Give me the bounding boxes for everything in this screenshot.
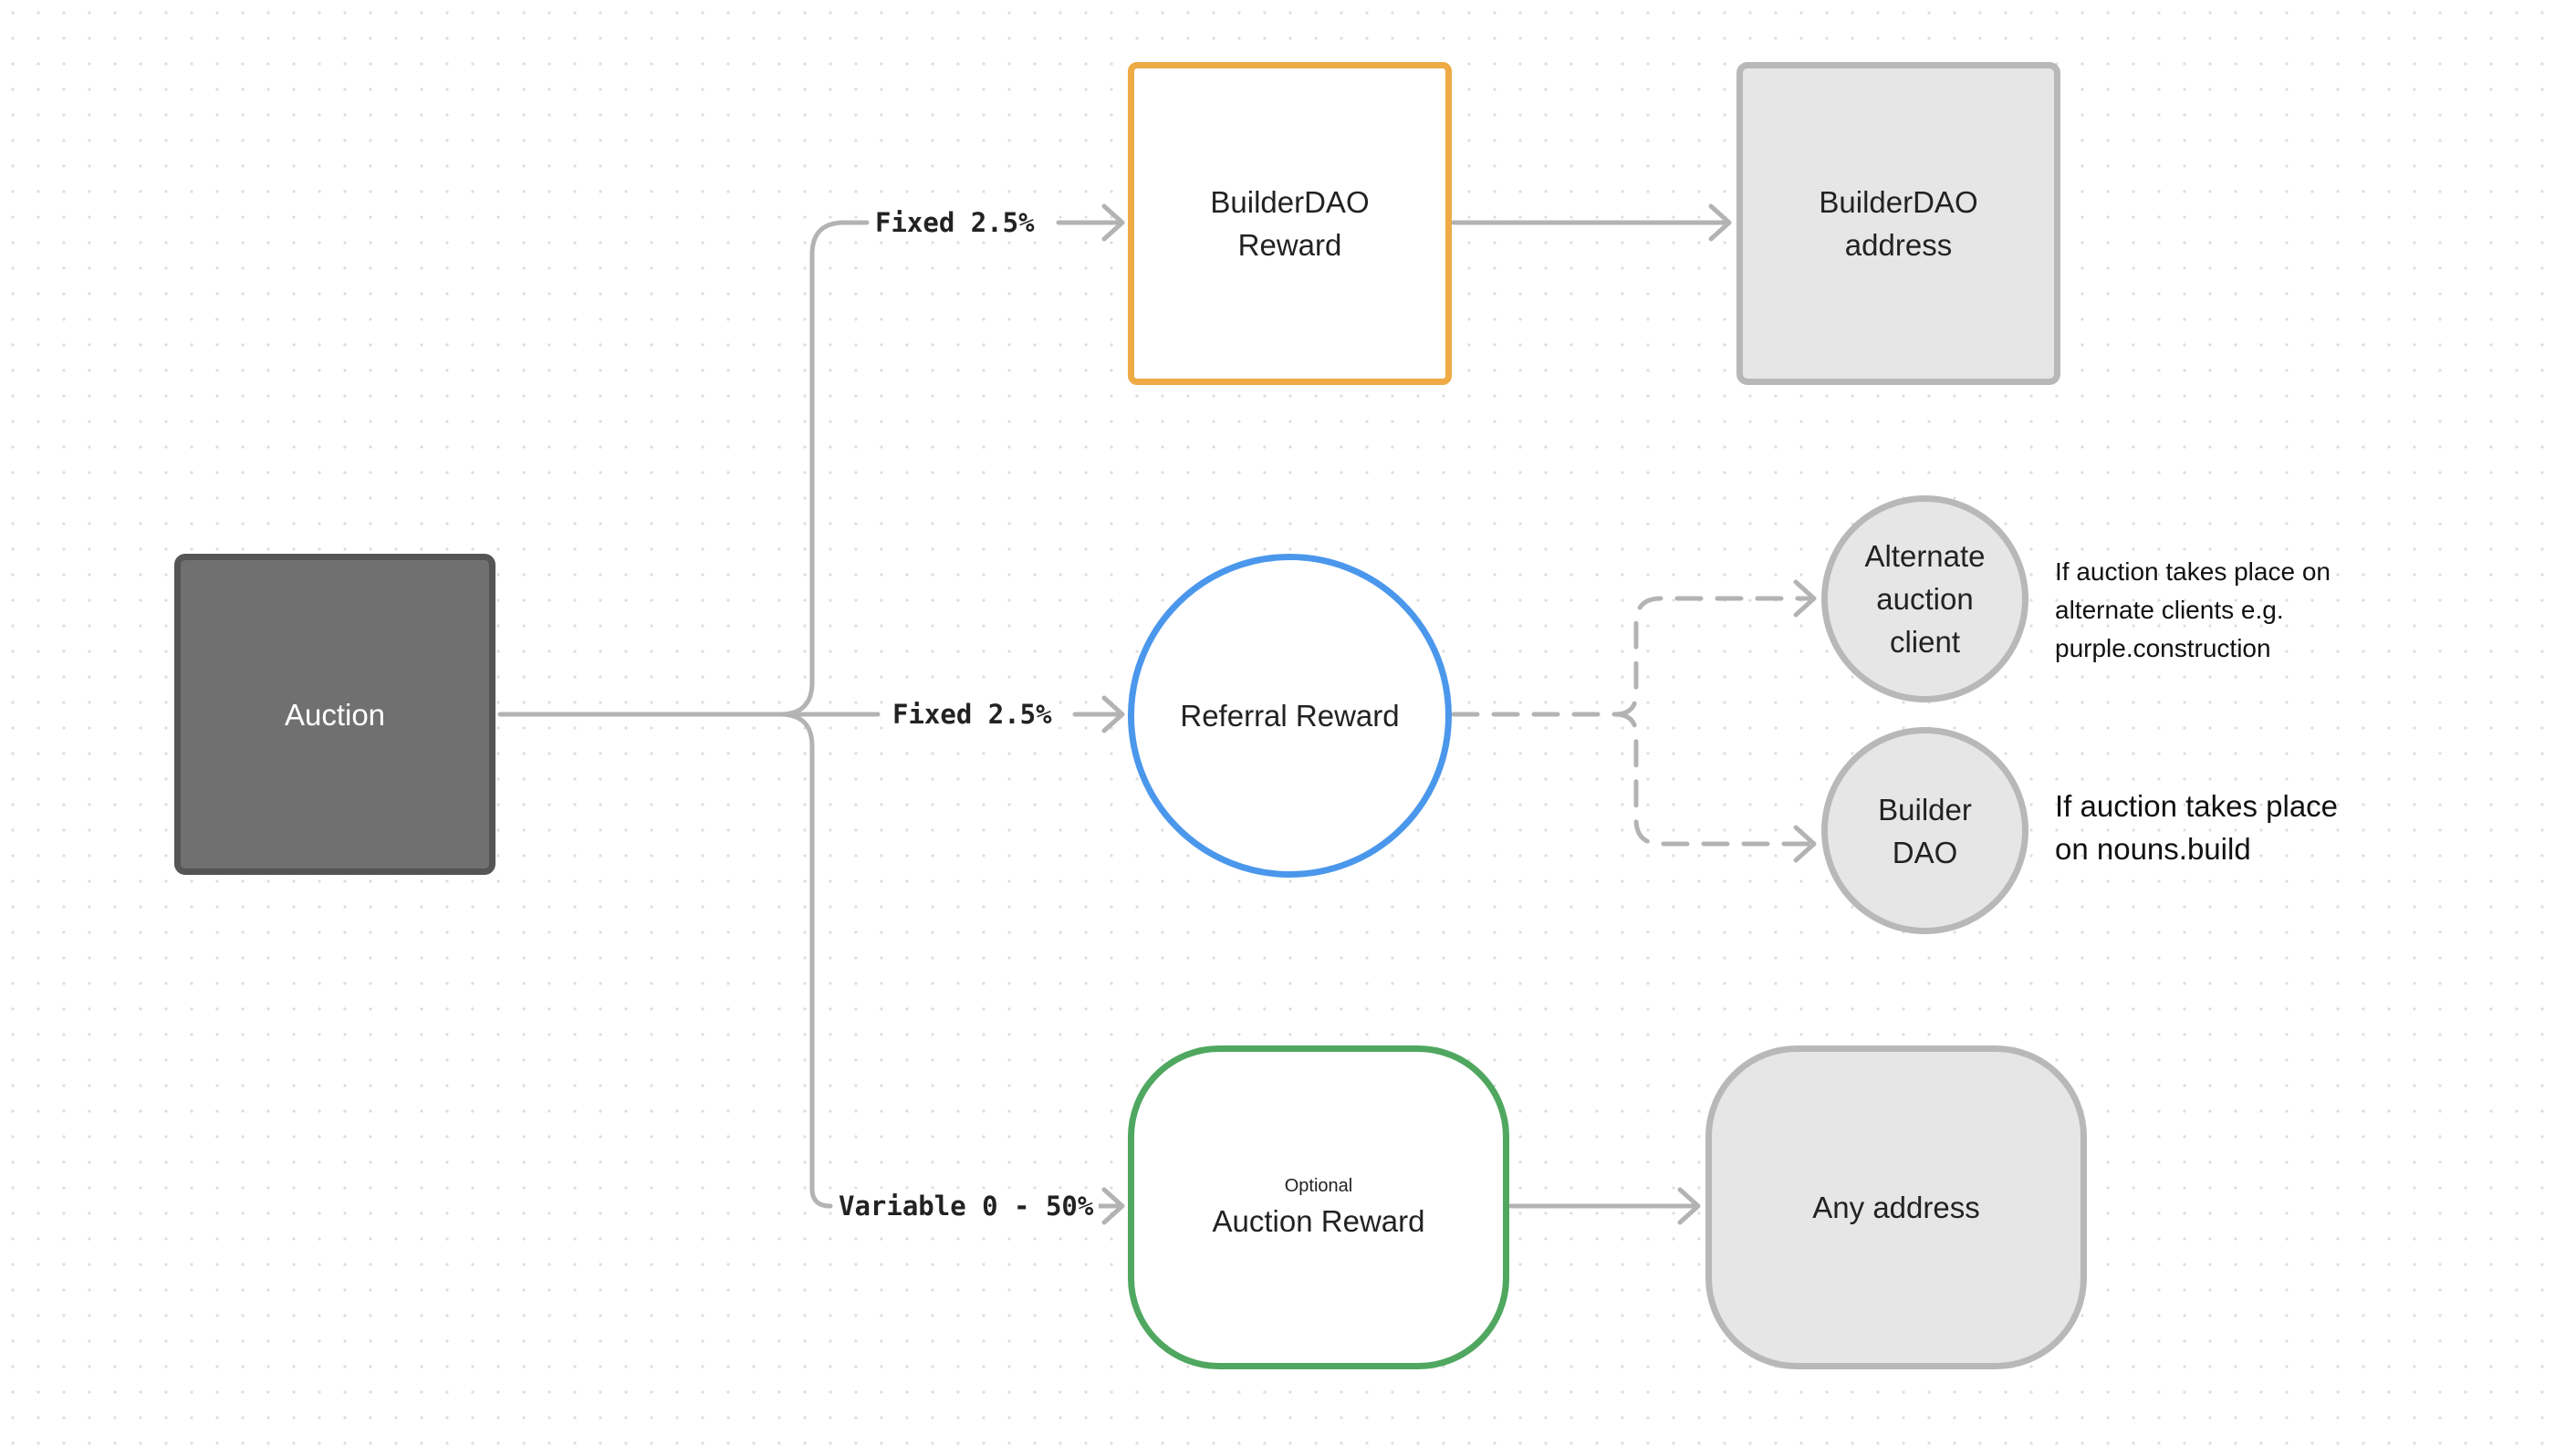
- alternate-client-note-line-1: If auction takes place on: [2055, 557, 2331, 586]
- auction-reward-label: Auction Reward: [1212, 1204, 1425, 1238]
- alternate-client-label-line-3: client: [1889, 625, 1961, 659]
- connector-to-builder-dao: [1612, 712, 1815, 847]
- builder-dao-note-line-1: If auction takes place: [2055, 789, 2339, 823]
- auction-node[interactable]: Auction: [174, 554, 495, 875]
- builder-dao-note-line-2: on nouns.build: [2055, 832, 2251, 866]
- connector-to-builderdao-reward: [777, 220, 870, 717]
- builder-dao-note: If auction takes place on nouns.build: [2055, 785, 2338, 870]
- arrowhead-builderdao-reward: [1101, 203, 1125, 242]
- alternate-client-label-line-2: auction: [1876, 582, 1974, 616]
- builder-dao-node[interactable]: Builder DAO: [1821, 727, 2028, 934]
- alternate-client-node[interactable]: Alternate auction client: [1821, 495, 2028, 702]
- builderdao-reward-label-line-2: Reward: [1237, 228, 1342, 262]
- connector-to-auction-reward: [777, 712, 833, 1209]
- auction-reward-node[interactable]: Optional Auction Reward: [1128, 1045, 1509, 1369]
- alternate-client-note: If auction takes place on alternate clie…: [2055, 553, 2331, 668]
- builderdao-address-label-line-2: address: [1844, 228, 1953, 262]
- alternate-client-label-line-1: Alternate: [1864, 539, 1986, 573]
- connector-to-alternate-client: [1612, 596, 1815, 717]
- builderdao-reward-label-line-1: BuilderDAO: [1210, 185, 1370, 219]
- builderdao-address-label-line-1: BuilderDAO: [1819, 185, 1978, 219]
- builderdao-address-node[interactable]: BuilderDAO address: [1736, 62, 2060, 385]
- edge-label-referral: Fixed 2.5%: [887, 697, 1058, 732]
- arrowhead-builderdao-address: [1708, 203, 1732, 242]
- arrowhead-auction-reward: [1101, 1187, 1125, 1225]
- edge-label-builderdao: Fixed 2.5%: [870, 205, 1040, 240]
- arrowhead-any-address: [1677, 1187, 1701, 1225]
- arrowhead-alternate-client: [1793, 579, 1817, 618]
- alternate-client-note-line-3: purple.construction: [2055, 634, 2271, 662]
- builder-dao-label-line-1: Builder: [1878, 792, 1972, 827]
- auction-label: Auction: [284, 697, 386, 732]
- arrowhead-builder-dao: [1793, 825, 1817, 863]
- optional-tag: Optional: [1284, 1176, 1353, 1196]
- referral-reward-node[interactable]: Referral Reward: [1128, 554, 1452, 878]
- edge-label-auction-reward: Variable 0 - 50%: [833, 1189, 1100, 1223]
- any-address-label: Any address: [1812, 1191, 1980, 1224]
- any-address-node[interactable]: Any address: [1705, 1045, 2087, 1369]
- arrowhead-referral-reward: [1101, 695, 1125, 733]
- alternate-client-note-line-2: alternate clients e.g.: [2055, 596, 2284, 624]
- builder-dao-label-line-2: DAO: [1892, 835, 1958, 869]
- builderdao-reward-node[interactable]: BuilderDAO Reward: [1128, 62, 1452, 385]
- referral-reward-label: Referral Reward: [1180, 699, 1400, 733]
